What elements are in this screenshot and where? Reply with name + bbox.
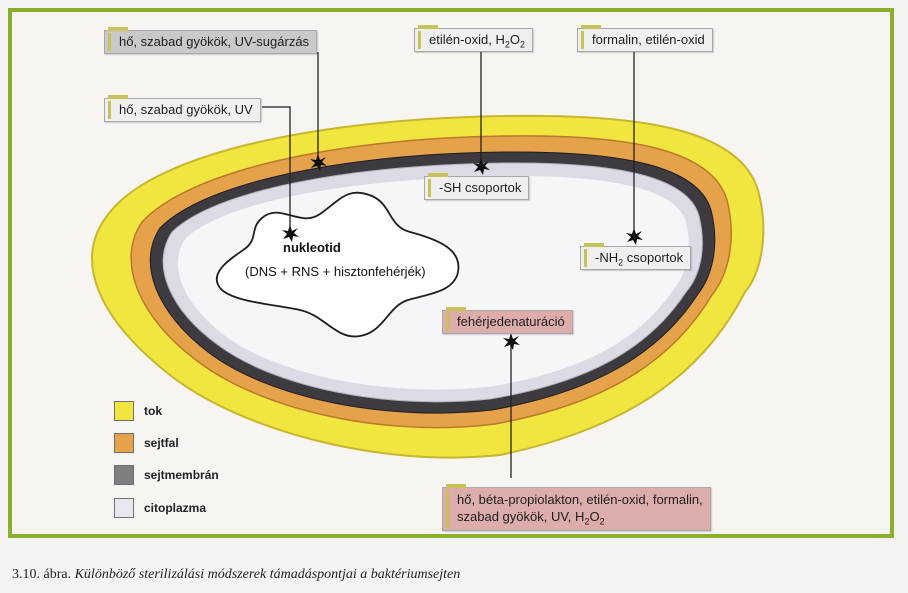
- nucleoid-shape: [215, 191, 460, 338]
- star-protein: [503, 333, 520, 350]
- caption-text: Különböző sterilizálási módszerek támadá…: [74, 567, 461, 582]
- star-sh: [473, 158, 490, 175]
- nucleoid-title: nukleotid: [283, 240, 341, 255]
- label-uv-sugarzas: hő, szabad gyökök, UV-sugárzás: [104, 27, 318, 54]
- bottom-sub2: 2: [599, 516, 605, 527]
- legend-swatch-sejtmembran: [114, 465, 134, 485]
- bottom-mid: O: [589, 509, 600, 524]
- bottom-line2-pre: szabad gyökök, UV, H: [457, 509, 585, 524]
- label-uv-text: hő, szabad gyökök, UV: [119, 102, 253, 117]
- label-uv-sugarzas-text: hő, szabad gyökök, UV-sugárzás: [119, 34, 310, 49]
- attack-points: [282, 154, 643, 350]
- label-nh2: -NH2 csoportok: [580, 243, 692, 270]
- bottom-sub1: 2: [584, 516, 590, 527]
- nucleoid-subtitle: (DNS + RNS + hisztonfehérjék): [245, 264, 426, 279]
- label-formalin-text: formalin, etilén-oxid: [592, 32, 705, 47]
- label-uv: hő, szabad gyökök, UV: [104, 95, 261, 122]
- caption-number: 3.10. ábra.: [12, 567, 75, 582]
- bottom-line1: hő, béta-propiolakton, etilén-oxid, form…: [457, 492, 703, 507]
- legend-label-citoplazma: citoplazma: [144, 501, 207, 515]
- label-feherjedenat-text: fehérjedenaturáció: [457, 314, 565, 329]
- nh2-post: csoportok: [623, 250, 684, 265]
- etilen-sub2: 2: [520, 39, 526, 50]
- bottom-line2: szabad gyökök, UV, H2O2: [457, 508, 703, 531]
- leader-lines: [262, 52, 635, 478]
- nh2-sub: 2: [618, 257, 624, 268]
- label-sh: -SH csoportok: [424, 173, 530, 200]
- figure-caption: 3.10. ábra. Különböző sterilizálási móds…: [12, 567, 460, 583]
- star-nh2: [626, 228, 643, 245]
- etilen-mid: O: [509, 32, 521, 47]
- label-sh-text: -SH csoportok: [439, 180, 522, 195]
- star-capsule: [310, 154, 327, 171]
- nh2-pre: -NH: [595, 250, 619, 265]
- leader-uv: [262, 106, 291, 232]
- legend-swatch-sejtfal: [114, 433, 134, 453]
- label-formalin-etilen: formalin, etilén-oxid: [577, 25, 713, 52]
- label-feherjedenat: fehérjedenaturáció: [442, 307, 573, 334]
- etilen-sub1: 2: [504, 39, 510, 50]
- legend-label-sejtfal: sejtfal: [144, 436, 179, 450]
- etilen-text: etilén-oxid, H: [429, 32, 505, 47]
- legend-label-tok: tok: [144, 404, 162, 418]
- label-bottom: hő, béta-propiolakton, etilén-oxid, form…: [442, 484, 711, 531]
- legend-label-sejtmembran: sejtmembrán: [144, 468, 219, 482]
- star-nucleoid: [282, 225, 299, 242]
- legend-swatch-citoplazma: [114, 498, 134, 518]
- label-etilen-h2o2: etilén-oxid, H2O2: [414, 25, 534, 52]
- legend-swatch-tok: [114, 401, 134, 421]
